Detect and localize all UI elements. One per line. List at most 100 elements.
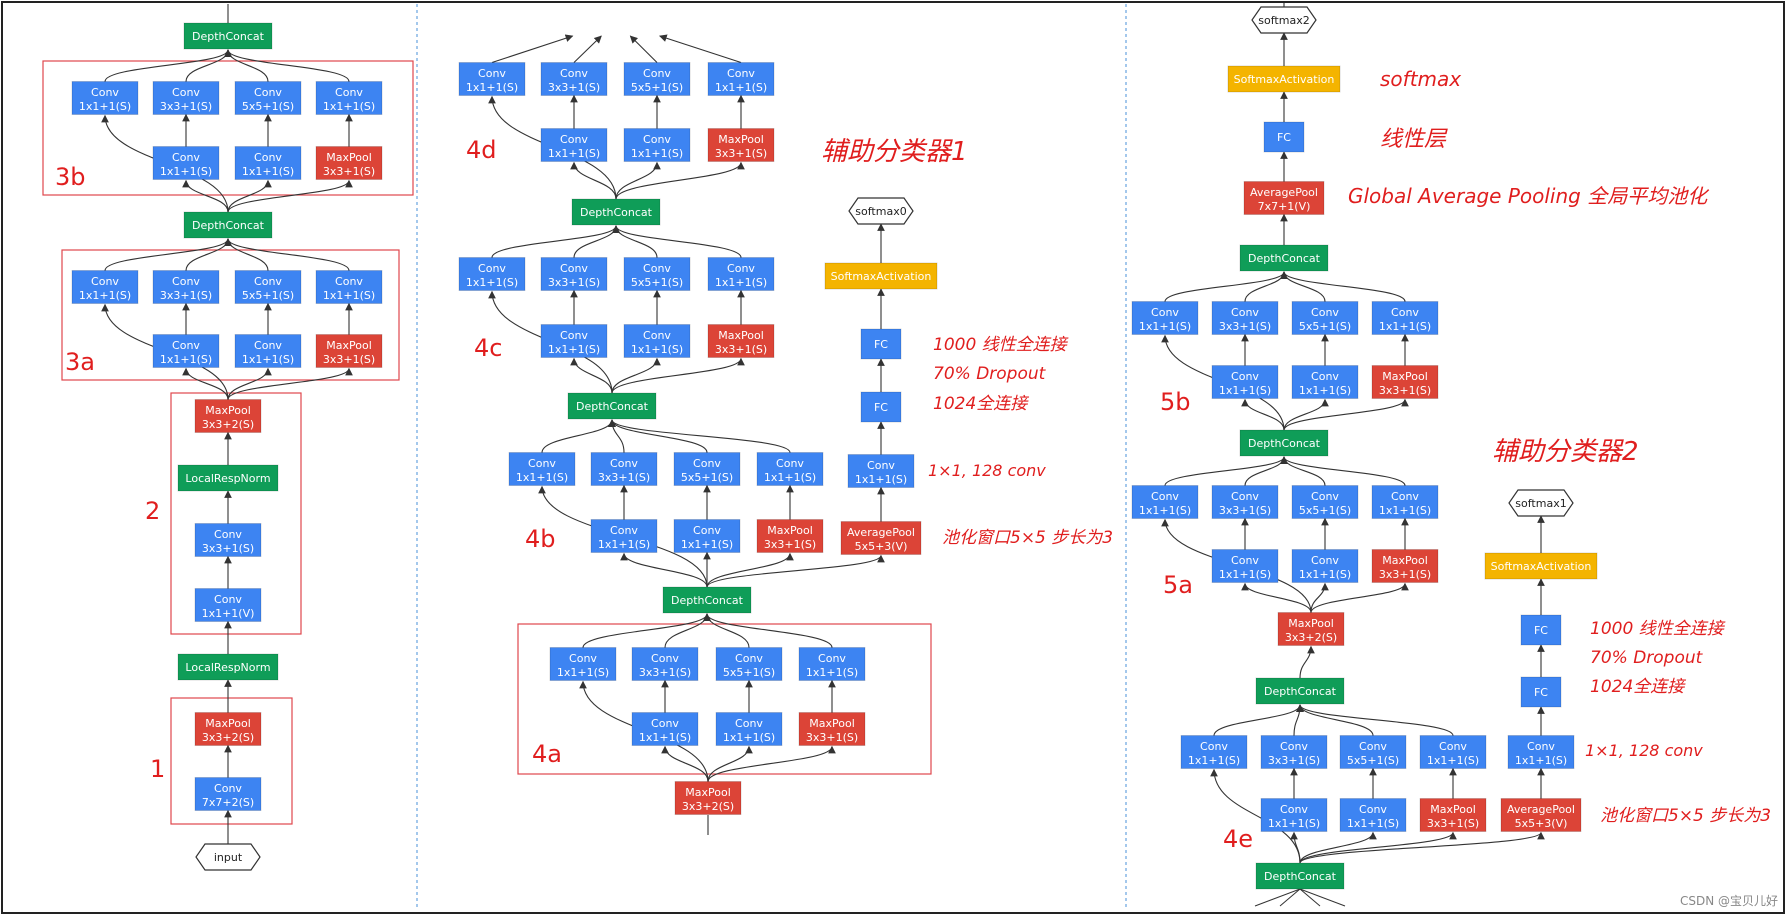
inc3a-b2-conv3x3-box bbox=[152, 270, 220, 304]
aux2-conv-type: Conv bbox=[1527, 740, 1555, 753]
edge bbox=[608, 419, 791, 453]
frame-stage-3a bbox=[61, 249, 400, 381]
note-head-softmax: softmax bbox=[1380, 67, 1461, 91]
note-aux2-conv128: 1×1, 128 conv bbox=[1585, 741, 1703, 760]
inc5b-b3-reduce-type: Conv bbox=[1311, 370, 1339, 383]
inc4c-b4-conv1x1-box bbox=[707, 257, 775, 291]
inc4c-b2-conv3x3-type: Conv bbox=[560, 262, 588, 275]
inc4a-b2-conv3x3-box bbox=[631, 647, 699, 681]
stem-maxpool1-box bbox=[194, 712, 262, 746]
aux1-fc-b: FC bbox=[860, 328, 902, 360]
edge bbox=[1280, 456, 1326, 486]
concat-5a-box bbox=[1239, 429, 1329, 457]
concat-4e-type: DepthConcat bbox=[1264, 685, 1337, 698]
stem-lrn1-box bbox=[177, 653, 279, 681]
edge bbox=[707, 745, 836, 782]
edge bbox=[1299, 831, 1545, 864]
edge bbox=[227, 367, 272, 400]
edge bbox=[227, 179, 353, 213]
edge bbox=[608, 419, 708, 453]
inc4d-b3-conv5x5-box bbox=[623, 62, 691, 96]
inc4e-b3-conv5x5-params: 5x5+1(S) bbox=[1347, 754, 1399, 767]
nodes: inputConv7x7+2(S)MaxPool3x3+2(S)LocalRes… bbox=[71, 6, 1598, 890]
inc4e-b4-maxpool-box bbox=[1419, 798, 1487, 832]
inc5a-b4-maxpool-type: MaxPool bbox=[1382, 554, 1428, 567]
inc4b-b2-reduce-params: 1x1+1(S) bbox=[598, 538, 650, 551]
inc4d-b1-conv1x1-params: 1x1+1(S) bbox=[466, 81, 518, 94]
inc5b-b4-maxpool-type: MaxPool bbox=[1382, 370, 1428, 383]
stem-maxpool1-type: MaxPool bbox=[205, 717, 251, 730]
stage-label-4c: 4c bbox=[474, 334, 502, 362]
inc4c-b1-conv1x1-params: 1x1+1(S) bbox=[466, 276, 518, 289]
inc4e-b2-conv3x3-type: Conv bbox=[1280, 740, 1308, 753]
inc4a-b3-reduce-box bbox=[715, 712, 783, 746]
head-softmaxact-box bbox=[1227, 65, 1341, 93]
inc4c-b4-maxpool-params: 3x3+1(S) bbox=[715, 343, 767, 356]
aux1-conv-box bbox=[847, 454, 915, 488]
inc4d-b4-conv1x1-box bbox=[707, 62, 775, 96]
mid-maxpool-params: 3x3+2(S) bbox=[682, 800, 734, 813]
edge bbox=[1244, 271, 1288, 302]
inc3a-b3-conv5x5-params: 5x5+1(S) bbox=[242, 289, 294, 302]
inc4b-b2-conv3x3-params: 3x3+1(S) bbox=[598, 471, 650, 484]
edge bbox=[612, 225, 742, 258]
concat-4e-bottom-box bbox=[1255, 862, 1345, 890]
inc5b-b2-reduce-box bbox=[1211, 365, 1279, 399]
inc4b-b4-conv1x1-box bbox=[756, 452, 824, 486]
inc4e-b1-conv1x1-box bbox=[1180, 735, 1248, 769]
node-softmax0-shape bbox=[848, 197, 914, 225]
stem-lrn2-type: LocalRespNorm bbox=[185, 472, 270, 485]
inc4d-b3-reduce-type: Conv bbox=[643, 133, 671, 146]
concat-4b-box bbox=[567, 392, 657, 420]
inc5b-b2-reduce-type: Conv bbox=[1231, 370, 1259, 383]
node-softmax1-text: softmax1 bbox=[1515, 497, 1566, 510]
note-aux2-dropout: 70% Dropout bbox=[1590, 648, 1704, 668]
edge bbox=[1244, 456, 1288, 486]
aux1-conv-params: 1x1+1(S) bbox=[855, 473, 907, 486]
stage-label-3a: 3a bbox=[65, 348, 95, 376]
stem-maxpool2-params: 3x3+2(S) bbox=[202, 418, 254, 431]
stem-maxpool2-box bbox=[194, 399, 262, 433]
concat-4e-bottom: DepthConcat bbox=[1255, 862, 1345, 890]
edge bbox=[1296, 704, 1454, 736]
concat-3a-box bbox=[183, 211, 273, 239]
node-softmax1: softmax1 bbox=[1508, 489, 1574, 517]
inc4d-b2-reduce-params: 1x1+1(S) bbox=[548, 147, 600, 160]
note-aux1-dropout: 70% Dropout bbox=[933, 364, 1047, 384]
inc4b-b3-conv5x5-type: Conv bbox=[693, 457, 721, 470]
concat-5b-box bbox=[1239, 244, 1329, 272]
note-aux1-fc1024: 1024全连接 bbox=[933, 394, 1029, 414]
concat-4a: DepthConcat bbox=[662, 586, 752, 614]
note-aux1-title: 辅助分类器1 bbox=[821, 137, 968, 167]
inc4a-b4-conv1x1-box bbox=[798, 647, 866, 681]
inc4b-b3-reduce-type: Conv bbox=[693, 524, 721, 537]
concat-3a-type: DepthConcat bbox=[192, 219, 265, 232]
inc4c-b1-conv1x1-type: Conv bbox=[478, 262, 506, 275]
inc4e-b2-reduce-type: Conv bbox=[1280, 803, 1308, 816]
edge bbox=[182, 179, 229, 213]
aux1-softmaxact: SoftmaxActivation bbox=[824, 262, 938, 290]
inc5b-b4-maxpool-box bbox=[1371, 365, 1439, 399]
